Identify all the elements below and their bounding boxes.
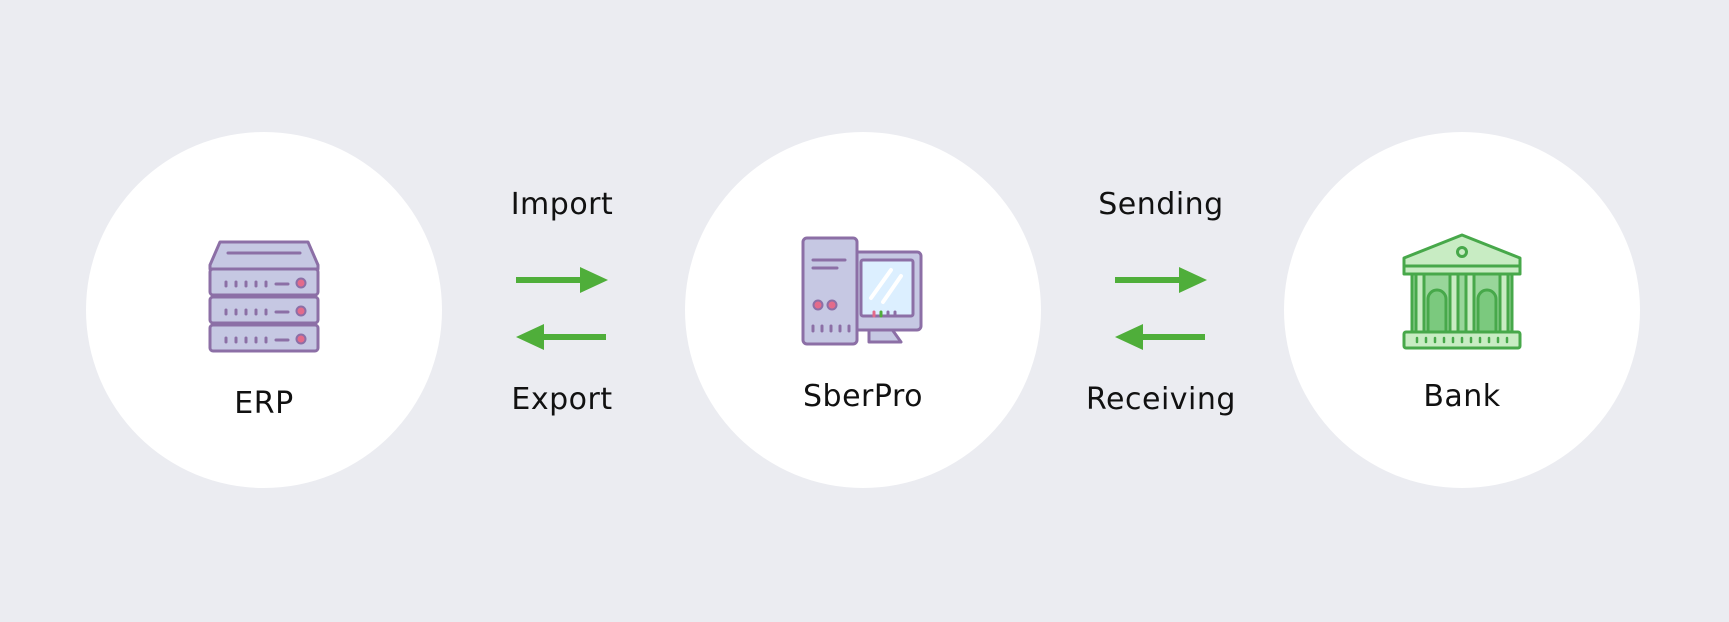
arrow-right-icon (1115, 267, 1207, 293)
node-label-erp: ERP (234, 386, 294, 421)
node-sberpro: SberPro (685, 132, 1041, 488)
node-bank: Bank (1284, 132, 1640, 488)
desktop-computer-icon (801, 236, 923, 346)
link-sberpro-bank: Sending Receiving (1061, 185, 1261, 425)
export-label: Export (511, 382, 613, 417)
link-erp-sberpro: Import Export (462, 185, 662, 425)
server-rack-icon (208, 240, 320, 353)
sending-label: Sending (1098, 187, 1224, 222)
node-label-bank: Bank (1423, 379, 1501, 414)
node-erp: ERP (86, 132, 442, 488)
bank-building-icon (1402, 233, 1522, 350)
arrow-left-icon (516, 324, 606, 350)
arrow-right-icon (516, 267, 608, 293)
arrow-left-icon (1115, 324, 1205, 350)
node-label-sberpro: SberPro (803, 379, 923, 414)
import-label: Import (510, 187, 614, 222)
receiving-label: Receiving (1086, 382, 1236, 417)
